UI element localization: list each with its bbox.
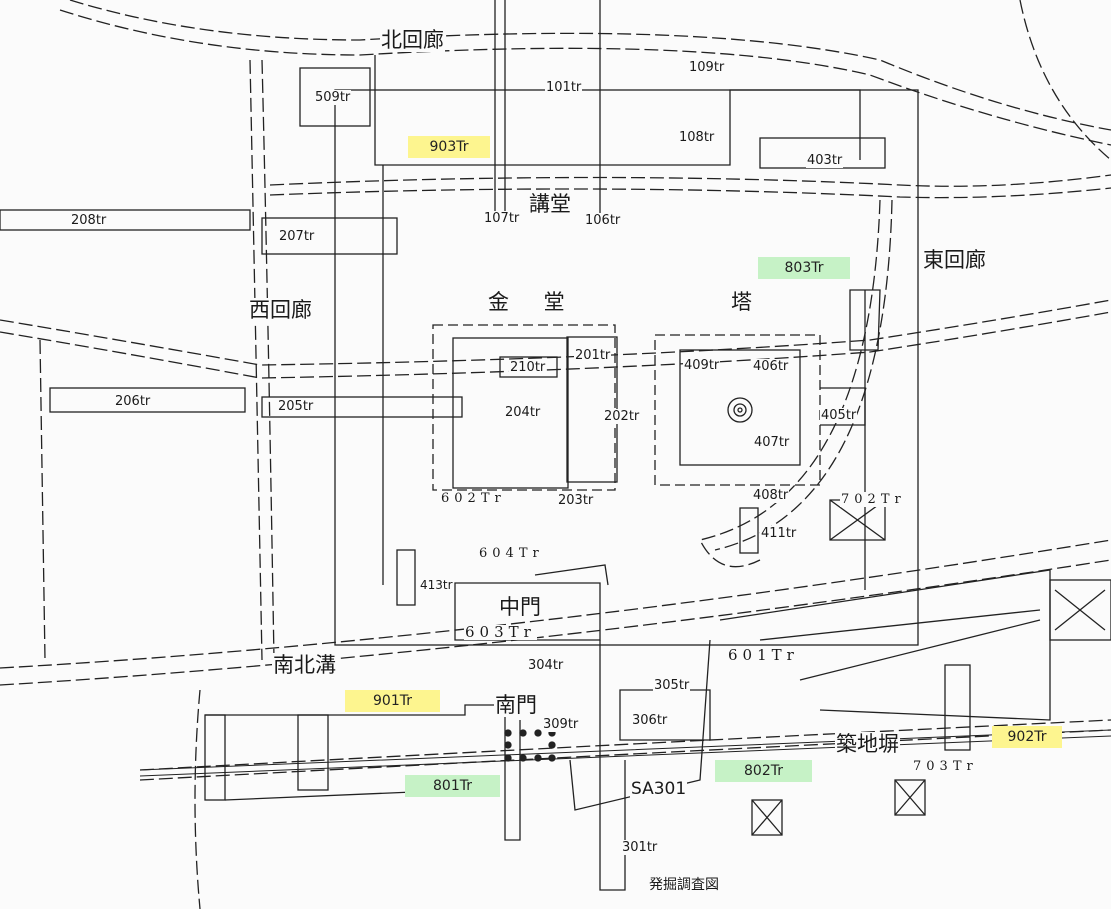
trench-208: 208tr (70, 213, 108, 228)
trench-903-highlight: 903Tr (408, 136, 490, 158)
trench-109: 109tr (688, 60, 726, 75)
label-lecture-hall: 講堂 (528, 192, 572, 216)
label-pagoda: 塔 (730, 290, 753, 314)
trench-205: 205tr (277, 399, 315, 414)
map-title: 発掘調査図 (648, 877, 720, 893)
trench-803-highlight: 803Tr (758, 257, 850, 279)
gate-pillar-dots (504, 729, 556, 762)
trench-901-highlight: 901Tr (345, 690, 440, 712)
trench-207: 207tr (278, 229, 316, 244)
trench-406: 406tr (752, 359, 790, 374)
trench-602: 602Tr (440, 491, 507, 506)
trench-202: 202tr (603, 409, 641, 424)
trench-601: 601Tr (727, 646, 800, 664)
label-middle-gate: 中門 (498, 595, 542, 619)
trench-306: 306tr (631, 713, 669, 728)
trench-409: 409tr (683, 358, 721, 373)
trench-210: 210tr (509, 360, 547, 375)
trench-305: 305tr (653, 678, 691, 693)
trench-408: 408tr (752, 488, 790, 503)
trench-801-highlight: 801Tr (405, 775, 500, 797)
trench-206: 206tr (114, 394, 152, 409)
trench-802-highlight: 802Tr (715, 760, 812, 782)
label-east-corridor: 東回廊 (922, 248, 987, 272)
label-ns-ditch: 南北溝 (272, 653, 337, 677)
label-west-corridor: 西回廊 (248, 298, 313, 322)
trench-902-highlight: 902Tr (992, 726, 1062, 748)
trench-413: 413tr (419, 578, 454, 593)
trench-403: 403tr (806, 153, 844, 168)
trench-107: 107tr (483, 211, 521, 226)
trench-204: 204tr (504, 405, 542, 420)
trench-604: 604Tr (478, 546, 545, 561)
trench-203: 203tr (557, 493, 595, 508)
trench-106: 106tr (584, 213, 622, 228)
label-golden-hall: 金 堂 (487, 290, 580, 314)
trench-407: 407tr (753, 435, 791, 450)
trench-201: 201tr (574, 348, 612, 363)
trench-405: 405tr (820, 408, 858, 423)
trench-411: 411tr (760, 526, 798, 541)
label-sa301: SA301 (630, 779, 688, 799)
trench-703: 703Tr (912, 759, 979, 774)
trench-603: 603Tr (464, 623, 537, 641)
label-south-gate: 南門 (494, 693, 538, 717)
label-earthen-wall: 築地塀 (835, 732, 900, 756)
label-north-corridor: 北回廊 (380, 28, 445, 52)
trench-304: 304tr (527, 658, 565, 673)
trench-509: 509tr (314, 90, 352, 105)
trench-702: 702Tr (840, 492, 907, 507)
trench-309: 309tr (542, 717, 580, 732)
trench-101: 101tr (545, 80, 583, 95)
compound-outline (334, 89, 919, 646)
trench-108: 108tr (678, 130, 716, 145)
trench-301: 301tr (621, 840, 659, 855)
